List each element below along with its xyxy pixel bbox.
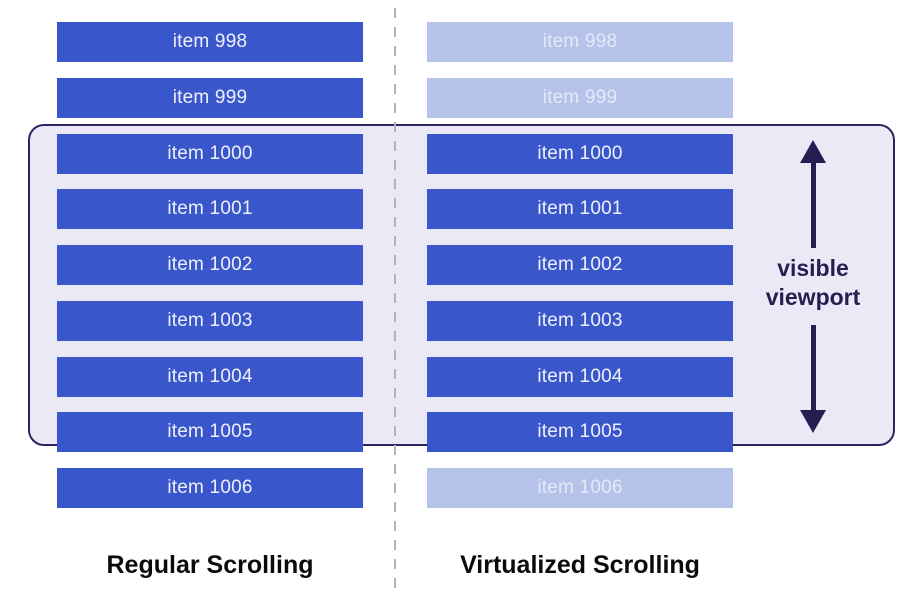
visible-viewport-label-line2: viewport (765, 284, 861, 310)
down-arrow-icon (800, 325, 826, 433)
virtualized-scrolling-column: item 998 item 999 item 1000 item 1001 it… (427, 22, 733, 508)
list-item: item 999 (57, 77, 363, 118)
column-caption-regular: Regular Scrolling (106, 551, 314, 579)
list-item: item 998 (427, 22, 733, 62)
list-item: item 1005 (57, 412, 363, 453)
column-divider (394, 8, 396, 590)
list-item: item 1006 (57, 468, 363, 508)
up-arrow-icon (800, 140, 826, 248)
list-item: item 1005 (427, 412, 733, 453)
list-item: item 1000 (57, 133, 363, 174)
list-item: item 1004 (57, 356, 363, 397)
list-item: item 1000 (427, 133, 733, 174)
list-item: item 1003 (57, 300, 363, 341)
column-caption-virtualized: Virtualized Scrolling (460, 551, 700, 579)
visible-viewport-label-line1: visible (777, 255, 849, 281)
regular-scrolling-column: item 998 item 999 item 1000 item 1001 it… (57, 22, 363, 508)
list-item: item 998 (57, 22, 363, 62)
list-item: item 1003 (427, 300, 733, 341)
list-item: item 1006 (427, 468, 733, 508)
list-item: item 1001 (427, 189, 733, 230)
list-item: item 1001 (57, 189, 363, 230)
list-item: item 999 (427, 77, 733, 118)
visible-viewport-label: visible viewport (743, 254, 883, 312)
list-item: item 1002 (427, 245, 733, 285)
list-item: item 1002 (57, 245, 363, 285)
list-item: item 1004 (427, 356, 733, 397)
